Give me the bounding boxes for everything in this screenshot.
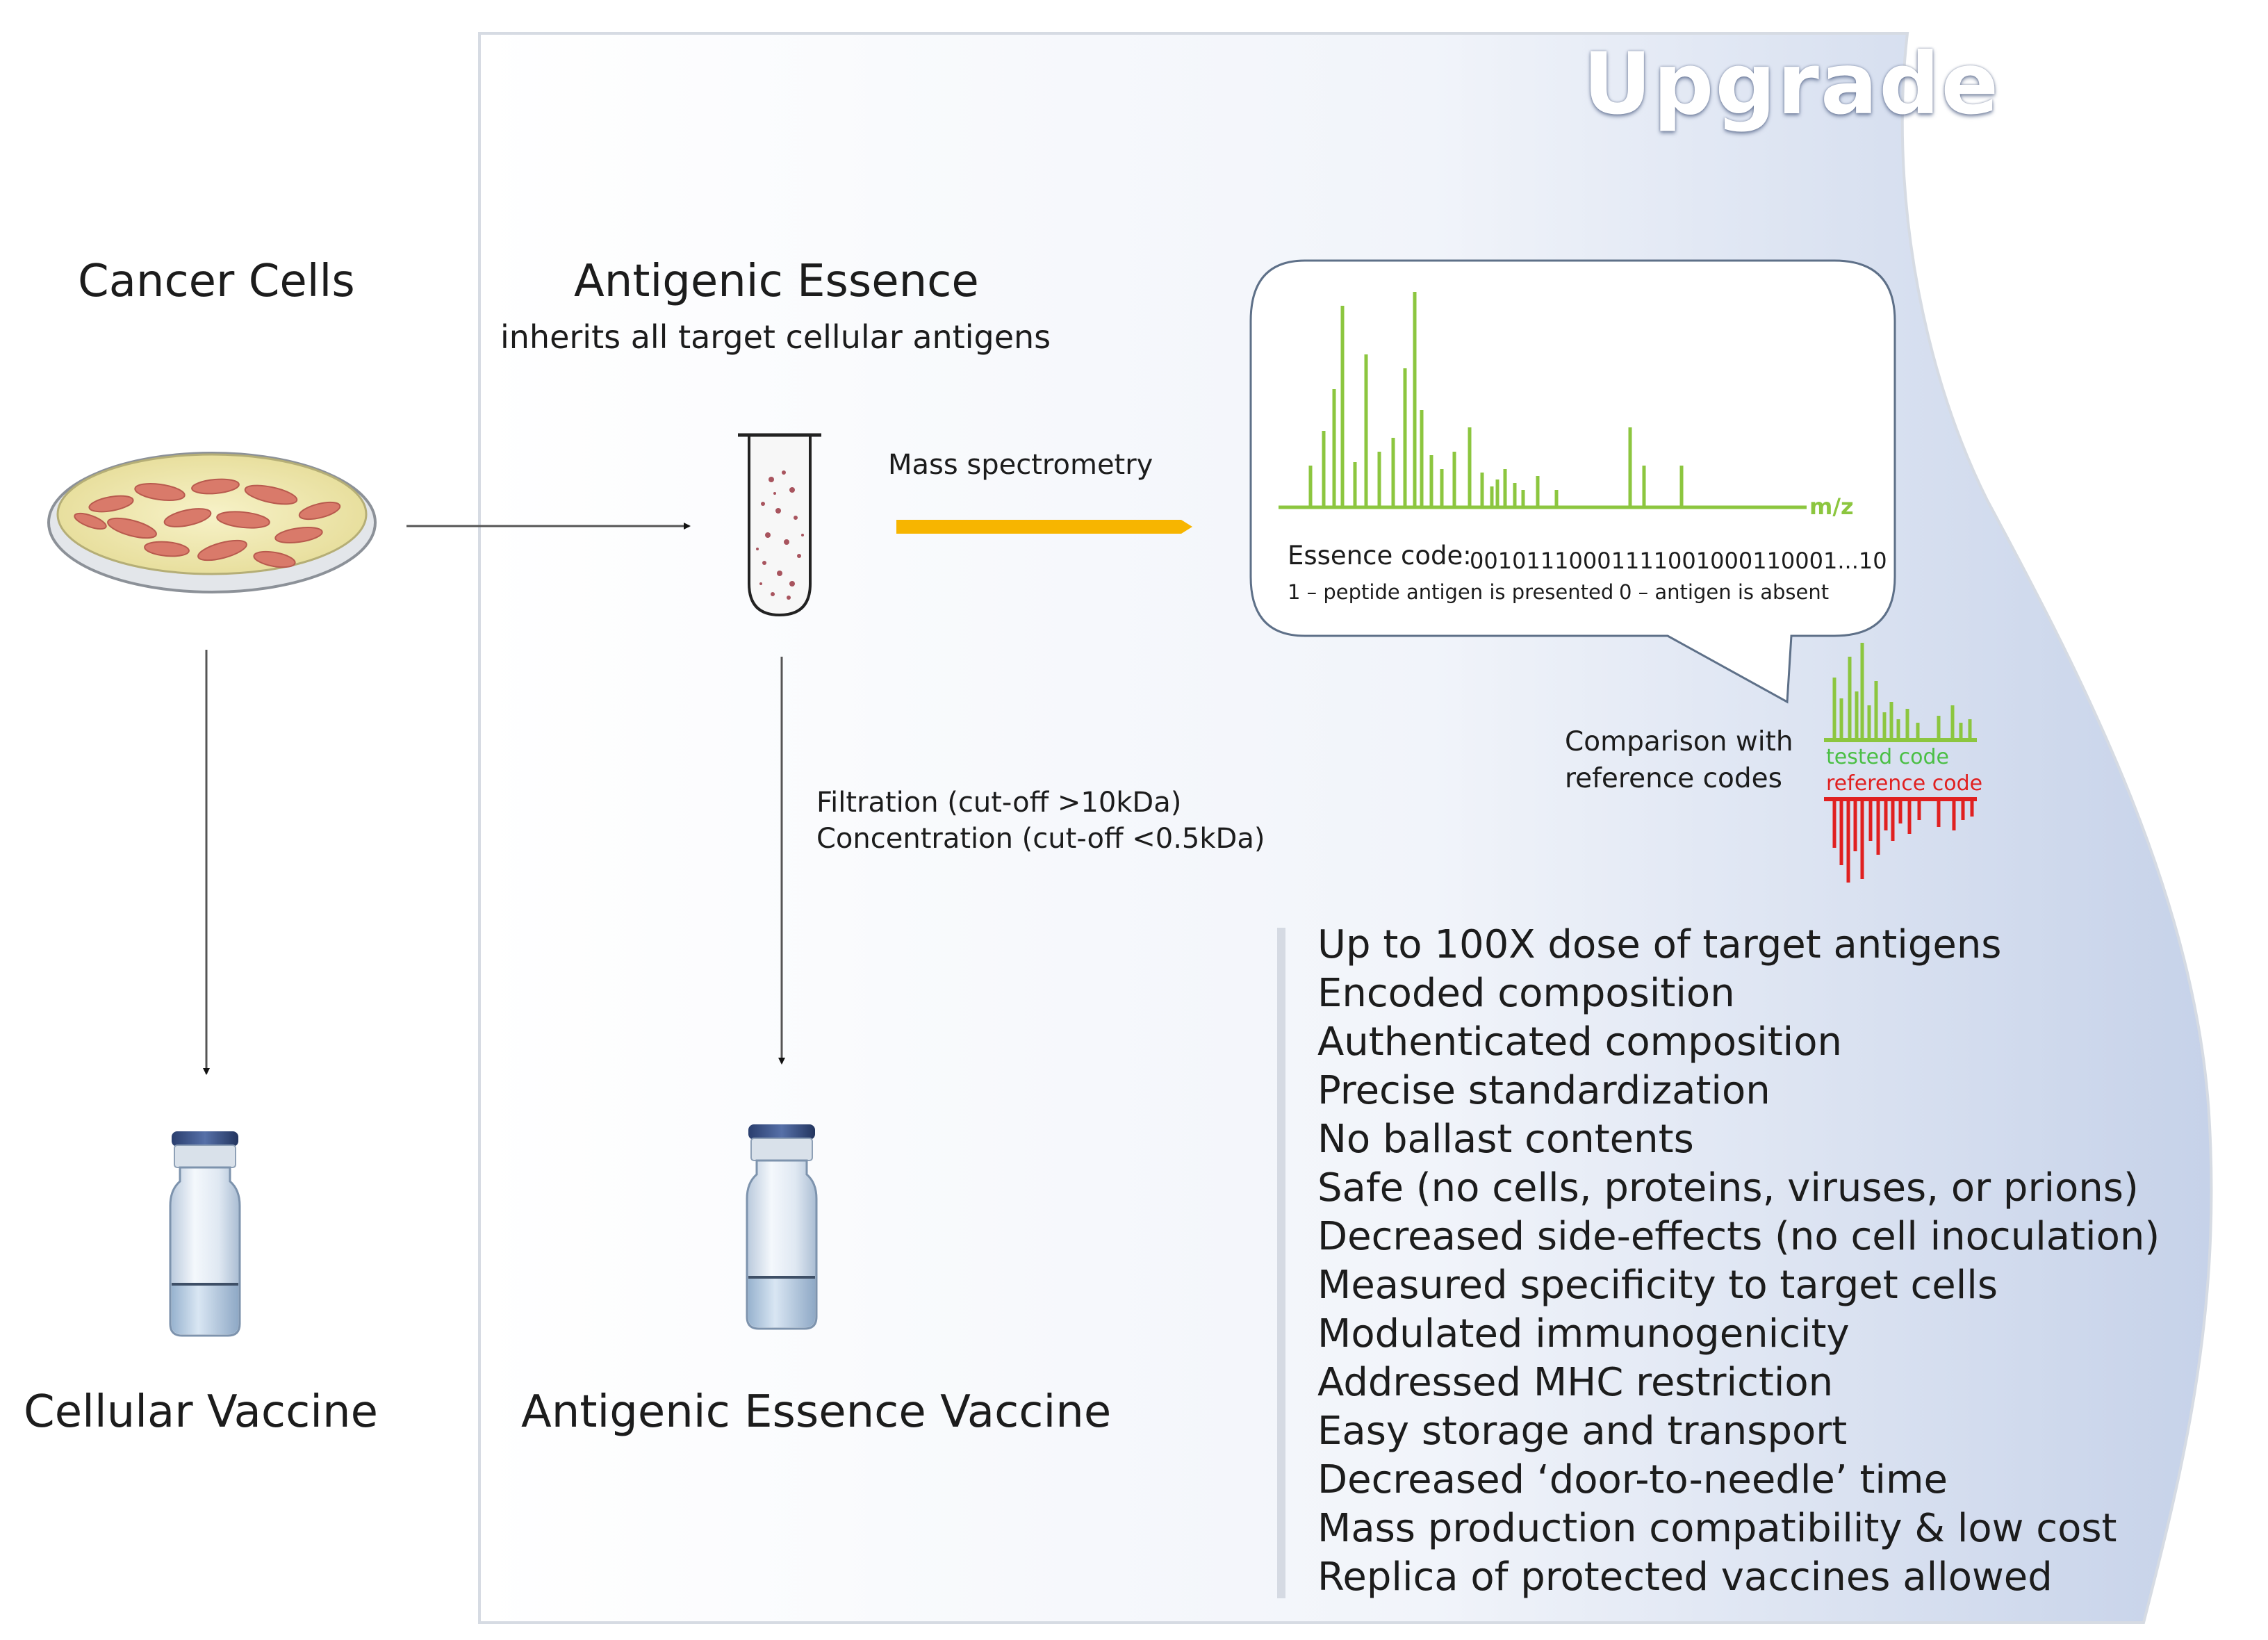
essence-vaccine-label: Antigenic Essence Vaccine [521, 1386, 1112, 1438]
benefit-item: Authenticated composition [1317, 1019, 1842, 1065]
concentration-label: Concentration (cut-off <0.5kDa) [816, 823, 1265, 855]
benefit-item: Precise standardization [1317, 1068, 1770, 1113]
tested-code-label: tested code [1826, 745, 1949, 769]
antigenic-essence-title: Antigenic Essence [574, 256, 979, 307]
vial-cap [748, 1124, 815, 1140]
benefit-item: Modulated immunogenicity [1317, 1311, 1850, 1356]
benefit-item: Mass production compatibility & low cost [1317, 1506, 2117, 1551]
vial-liquid [748, 1277, 815, 1327]
mass-spec-arrow [896, 520, 1192, 534]
reference-code-label: reference code [1826, 771, 1983, 796]
mz-axis-label: m/z [1809, 493, 1854, 520]
benefit-item: Decreased side-effects (no cell inoculat… [1317, 1214, 2160, 1259]
benefit-item: Easy storage and transport [1317, 1409, 1848, 1454]
benefit-item: Measured specificity to target cells [1317, 1263, 1998, 1308]
upgrade-title: Upgrade [1583, 35, 2000, 133]
benefit-item: Replica of protected vaccines allowed [1317, 1555, 2053, 1600]
antigenic-essence-subtitle: inherits all target cellular antigens [500, 318, 1051, 356]
mass-spectrometry-label: Mass spectrometry [888, 449, 1153, 481]
test-tube [738, 433, 821, 617]
comparison-line2: reference codes [1565, 763, 1782, 794]
benefit-item: No ballast contents [1317, 1117, 1694, 1162]
vial-cap [172, 1131, 238, 1147]
mass-spectrum [1279, 292, 1807, 509]
filtration-label: Filtration (cut-off >10kDa) [816, 787, 1182, 819]
essence-legend-zero: 0 – antigen is absent [1619, 580, 1830, 604]
benefit-item: Addressed MHC restriction [1317, 1360, 1834, 1405]
reference-spectrum [1824, 797, 1977, 883]
cellular-vaccine-vial [169, 1131, 241, 1337]
spectrum-bubble [1249, 259, 1896, 704]
vial-liquid [172, 1284, 238, 1334]
comparison-line1: Comparison with [1565, 726, 1793, 757]
petri-dish [47, 452, 377, 593]
essence-vaccine-vial [746, 1124, 818, 1330]
tested-spectrum [1824, 643, 1977, 742]
cancer-cells-title: Cancer Cells [78, 256, 355, 307]
benefit-item: Decreased ‘door-to-needle’ time [1317, 1457, 1948, 1502]
benefit-item: Up to 100X dose of target antigens [1317, 922, 2002, 967]
essence-code-label: Essence code: [1288, 541, 1472, 571]
essence-legend-one: 1 – peptide antigen is presented [1288, 580, 1614, 604]
vial-crimp [750, 1138, 813, 1161]
benefit-item: Encoded composition [1317, 971, 1735, 1016]
essence-code-value: 00101110001111001000110001...10 [1470, 548, 1887, 574]
vial-crimp [174, 1145, 236, 1168]
cellular-vaccine-label: Cellular Vaccine [24, 1386, 378, 1438]
benefits-divider [1277, 928, 1285, 1598]
benefit-item: Safe (no cells, proteins, viruses, or pr… [1317, 1165, 2139, 1211]
